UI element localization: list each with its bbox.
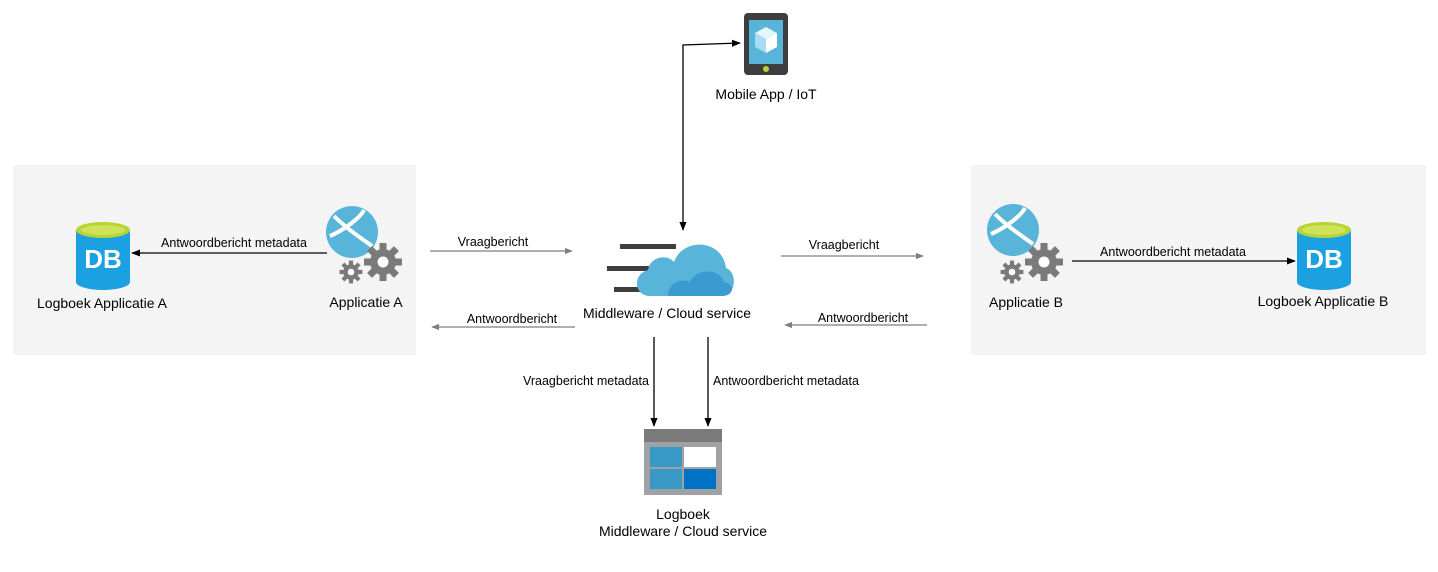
middleware-label: Middleware / Cloud service	[583, 305, 751, 321]
cloud-service-icon	[607, 244, 734, 296]
applicatie-b-label: Applicatie B	[989, 294, 1063, 310]
logboek-applicatie-a-label: Logboek Applicatie A	[37, 295, 168, 311]
logboek-middleware-label-line2: Middleware / Cloud service	[599, 523, 767, 539]
web-app-gears-icon	[987, 204, 1063, 284]
edge-label-antwoordbericht-metadata-a: Antwoordbericht metadata	[161, 236, 307, 250]
logboek-middleware-label-line1: Logboek	[656, 506, 711, 522]
mobile-app-label: Mobile App / IoT	[715, 86, 817, 102]
edge-label-antwoordbericht-b: Antwoordbericht	[818, 311, 909, 325]
applicatie-a-label: Applicatie A	[329, 294, 403, 310]
web-app-gears-icon	[326, 206, 402, 284]
edge-mobile-middleware	[679, 39, 741, 231]
edge-label-vraagbericht-metadata: Vraagbericht metadata	[523, 374, 649, 388]
db-badge: DB	[84, 244, 122, 274]
edge-label-antwoordbericht-a: Antwoordbericht	[467, 312, 558, 326]
edge-label-antwoordbericht-metadata-b: Antwoordbericht metadata	[1100, 245, 1246, 259]
storage-table-icon	[644, 429, 722, 495]
database-icon: DB	[76, 222, 130, 290]
database-icon: DB	[1297, 222, 1351, 290]
group-applicatie-a	[13, 165, 416, 355]
edge-label-vraagbericht-a: Vraagbericht	[458, 235, 529, 249]
edge-label-antwoordbericht-metadata-mw: Antwoordbericht metadata	[713, 374, 859, 388]
db-badge: DB	[1305, 244, 1343, 274]
edge-label-vraagbericht-b: Vraagbericht	[809, 238, 880, 252]
mobile-device-icon	[744, 13, 788, 75]
logboek-applicatie-b-label: Logboek Applicatie B	[1258, 293, 1389, 309]
